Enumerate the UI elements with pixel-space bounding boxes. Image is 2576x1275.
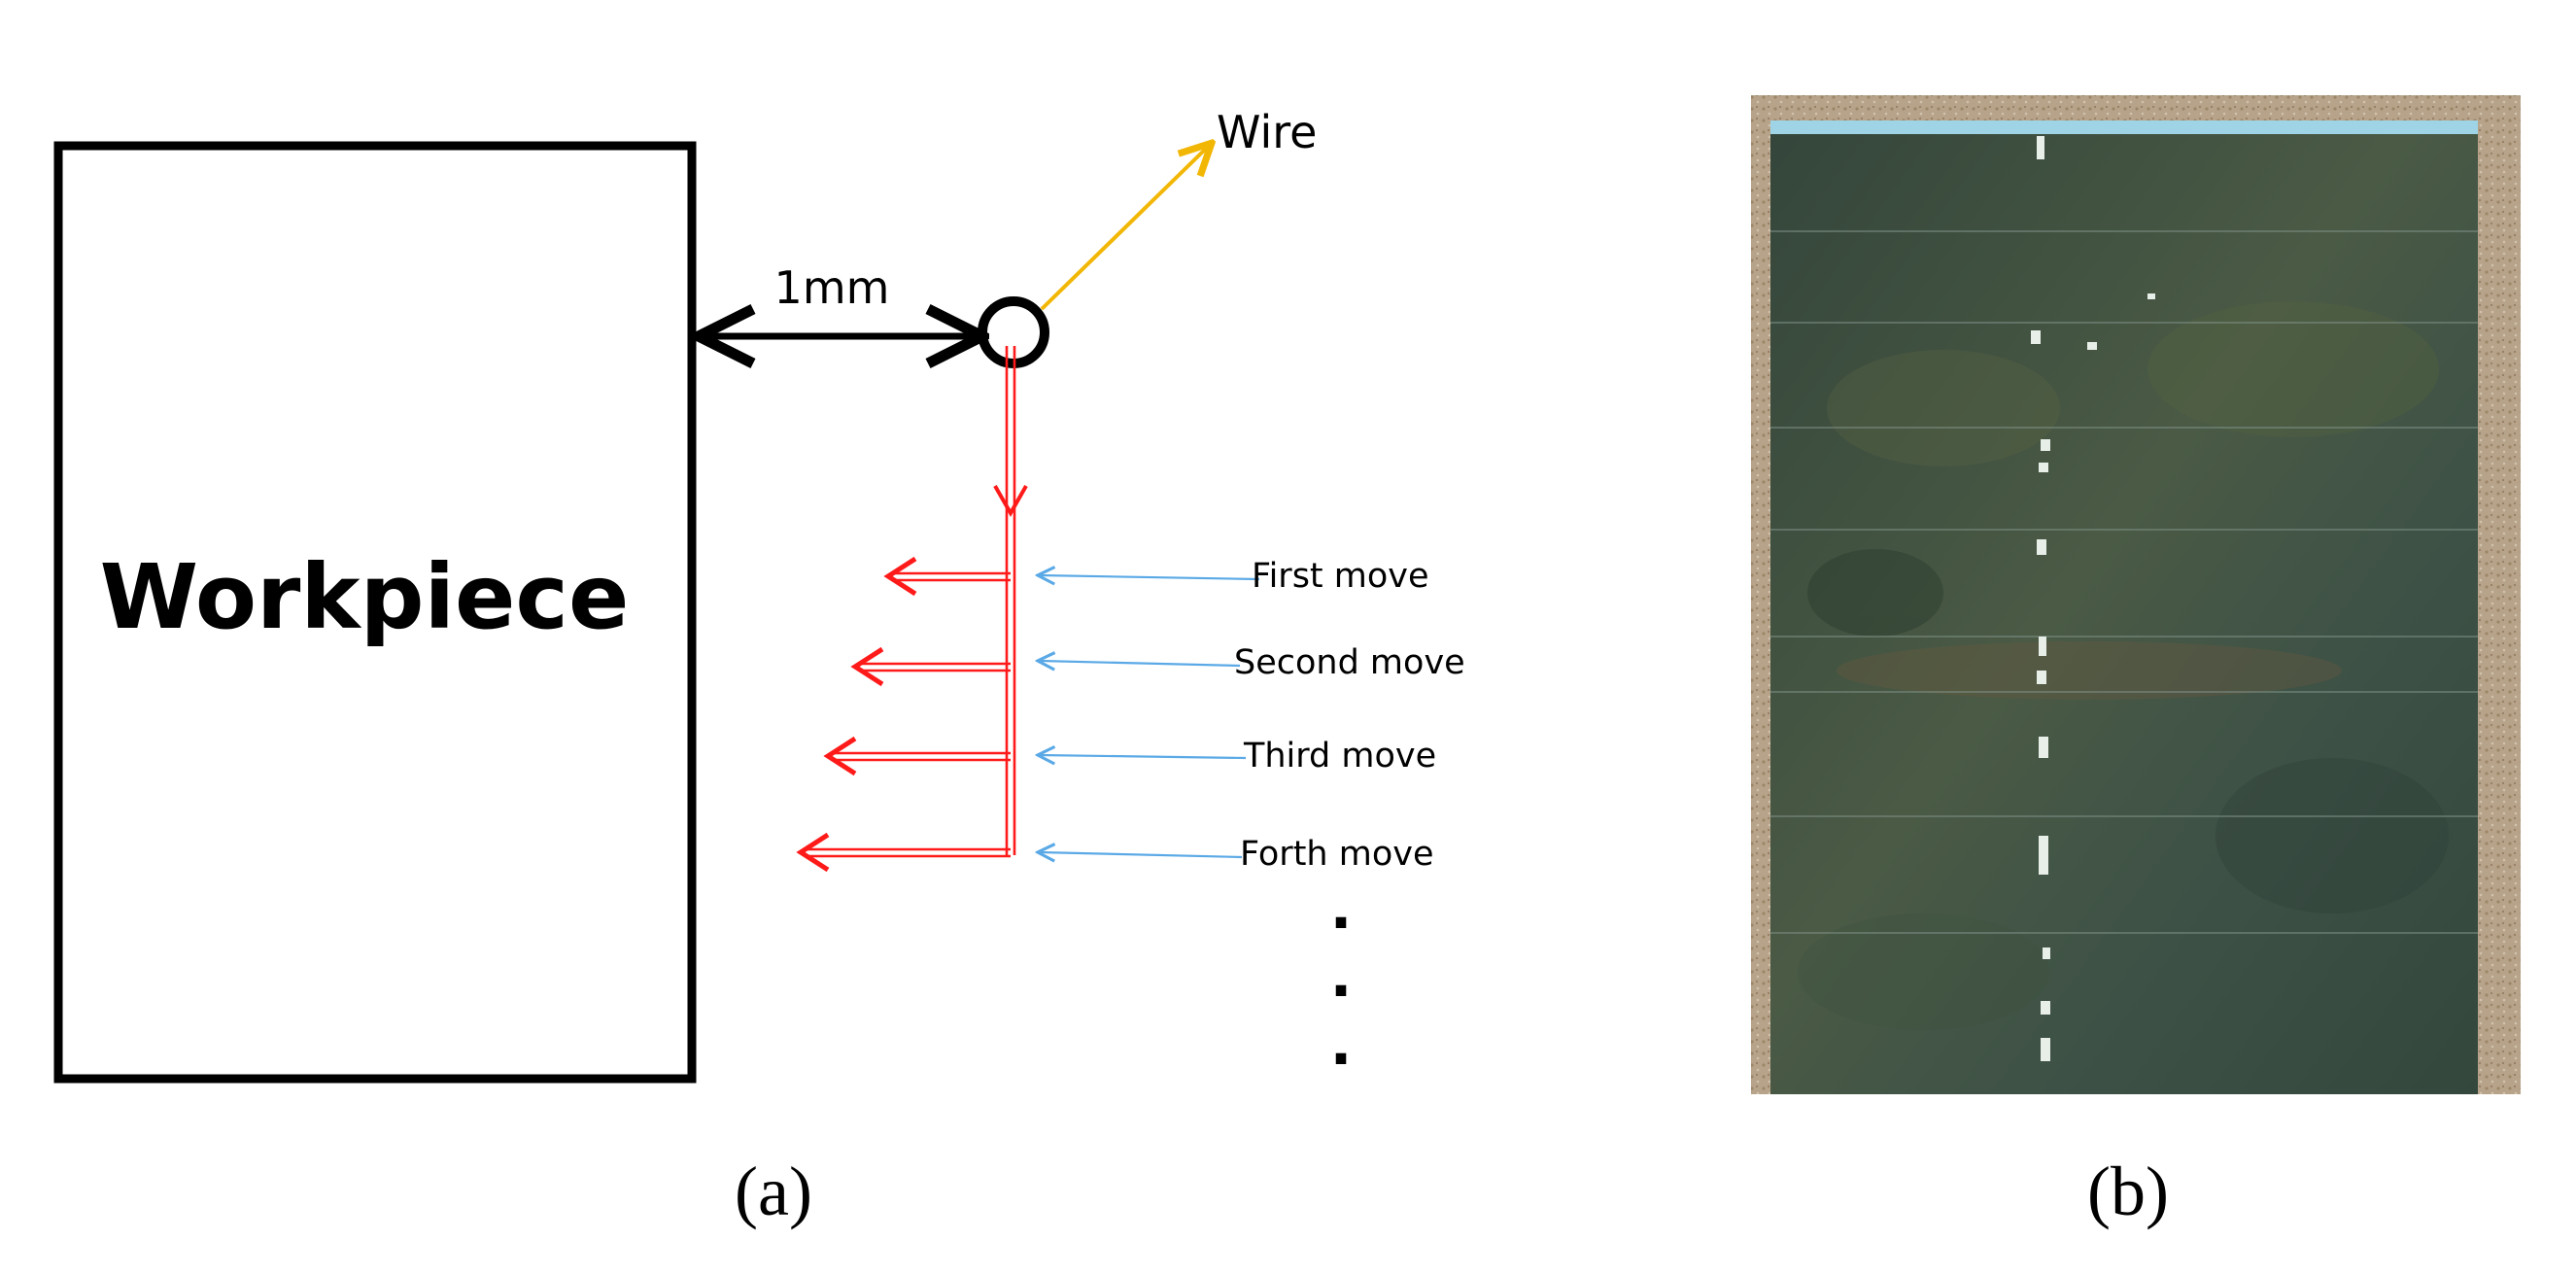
caption-b: (b) [2087, 1153, 2169, 1230]
move-label-4: Forth move [1240, 835, 1433, 874]
ellipsis-dot-1: · [1330, 889, 1353, 957]
ellipsis-dot-2: · [1330, 957, 1353, 1025]
ellipsis: · · · [1330, 889, 1353, 1093]
move-label-3: Third move [1243, 737, 1436, 775]
wire-pointer-arrow [1040, 146, 1209, 311]
specimen-cut-lines [1770, 230, 2478, 934]
move-pointer-3 [1040, 755, 1247, 758]
move-pointer-2 [1040, 661, 1241, 666]
move-label-2: Second move [1234, 643, 1465, 682]
move-labels: First move Second move Third move Forth … [1234, 557, 1465, 874]
move-arrow-3 [823, 736, 1011, 776]
move-arrows [796, 556, 1011, 873]
panel-b: (b) [1751, 95, 2521, 1230]
specimen-texture [1798, 301, 2449, 1030]
caption-a: (a) [735, 1153, 812, 1230]
move-pointers [1040, 575, 1260, 857]
cut-path [993, 346, 1028, 855]
move-arrow-4 [796, 832, 1011, 873]
gap-label: 1mm [774, 261, 890, 314]
cut-direction-arrowhead [993, 485, 1028, 518]
move-pointer-1 [1040, 575, 1260, 579]
wire-label: Wire [1217, 106, 1317, 158]
move-arrow-2 [850, 646, 1011, 687]
panel-a: Workpiece 1mm Wire [53, 106, 1465, 1230]
workpiece-label: Workpiece [100, 545, 630, 649]
ellipsis-dot-3: · [1330, 1025, 1353, 1093]
move-arrow-1 [883, 556, 1011, 597]
workpiece-box [53, 141, 697, 1084]
specimen-center-marks [2031, 136, 2155, 1061]
move-label-1: First move [1252, 557, 1429, 596]
move-pointer-4 [1040, 852, 1243, 857]
specimen-top-edge [1770, 121, 2478, 134]
